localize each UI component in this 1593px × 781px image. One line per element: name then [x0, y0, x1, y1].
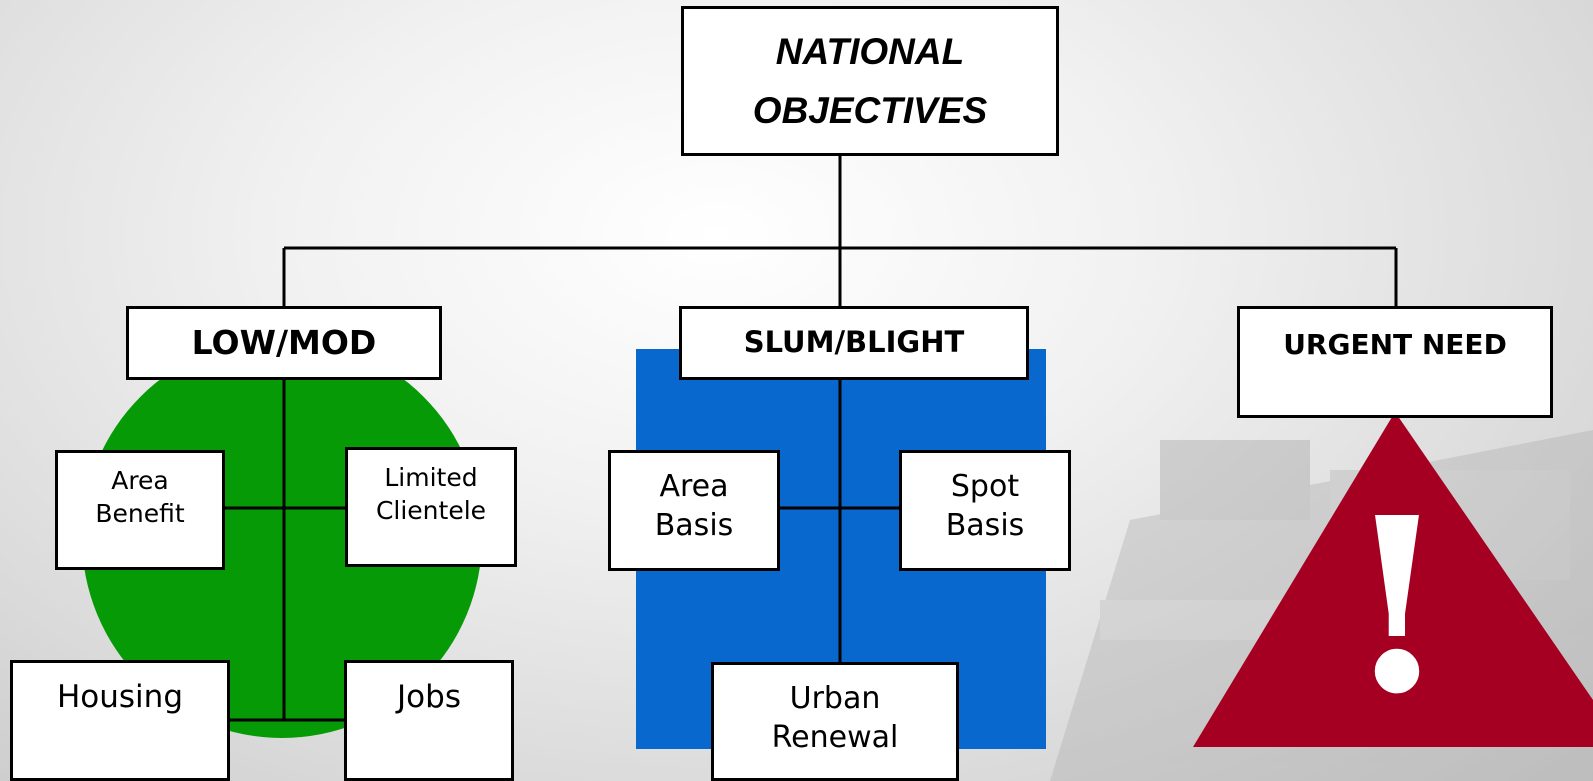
urgent-need-triangle: [1193, 412, 1593, 747]
node-limited-clientele: Limited Clientele: [345, 447, 517, 567]
node-spot-basis-label: Spot Basis: [945, 469, 1025, 543]
low-mod-circle: [82, 338, 482, 738]
node-housing: Housing: [10, 660, 230, 781]
root-label: NATIONAL OBJECTIVES: [752, 30, 988, 131]
node-area-basis: Area Basis: [608, 450, 780, 571]
node-spot-basis: Spot Basis: [899, 450, 1071, 571]
node-urban-renewal: Urban Renewal: [711, 662, 959, 781]
node-limited-clientele-label: Limited Clientele: [375, 463, 487, 525]
node-area-basis-label: Area Basis: [654, 469, 734, 543]
node-jobs-label: Jobs: [397, 679, 461, 715]
node-urban-renewal-label: Urban Renewal: [771, 681, 899, 755]
branch-urgent-need: URGENT NEED: [1237, 306, 1553, 418]
node-area-benefit: Area Benefit: [55, 450, 225, 570]
branch-slum-blight: SLUM/BLIGHT: [679, 306, 1029, 380]
connector-lines: [222, 154, 1398, 722]
branch-urgent-need-label: URGENT NEED: [1283, 328, 1507, 361]
branch-low-mod-label: LOW/MOD: [191, 322, 377, 362]
branch-low-mod: LOW/MOD: [126, 306, 442, 380]
urgent-need-exclamation-icon: !: [1344, 465, 1449, 747]
node-housing-label: Housing: [56, 679, 183, 715]
node-jobs: Jobs: [344, 660, 514, 781]
node-area-benefit-label: Area Benefit: [95, 466, 185, 528]
root-node: NATIONAL OBJECTIVES: [681, 6, 1059, 156]
branch-slum-blight-label: SLUM/BLIGHT: [743, 325, 965, 360]
